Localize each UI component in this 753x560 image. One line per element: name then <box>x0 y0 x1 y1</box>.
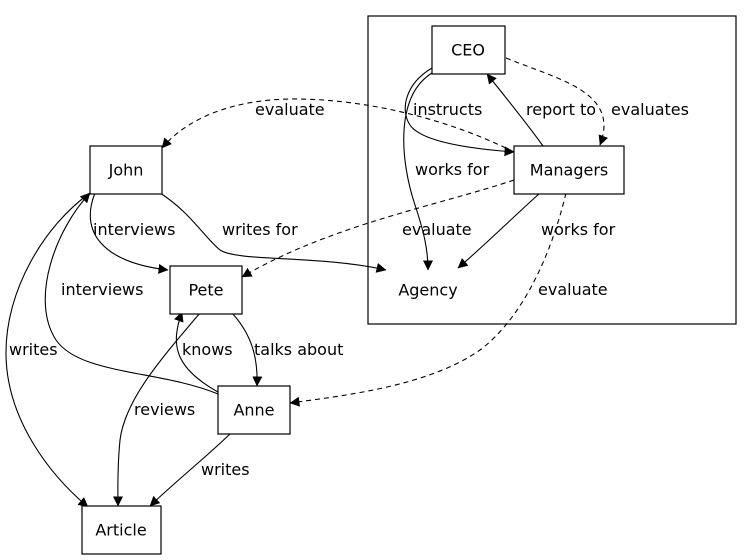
edge-managers-evaluate-pete <box>241 179 515 278</box>
edge-label-anne-interviews: interviews <box>61 280 143 299</box>
node-anne: Anne <box>217 385 291 435</box>
edge-label-anne-writes: writes <box>201 460 250 479</box>
node-label-john: John <box>108 161 144 180</box>
edge-label-knows: knows <box>182 340 233 359</box>
node-label-anne: Anne <box>233 401 274 420</box>
edge-ceo-instructs-managers <box>404 67 515 157</box>
edge-label-managers-works-for: works for <box>541 220 616 239</box>
edge-anne-knows-pete <box>174 311 219 393</box>
edge-anne-interviews-john <box>44 192 219 395</box>
edge-john-writes-for-agency <box>159 192 387 273</box>
edge-managers-evaluate-john <box>161 98 515 153</box>
node-john: John <box>89 145 163 195</box>
edge-label-reviews: reviews <box>134 400 195 419</box>
agency-cluster <box>367 15 737 325</box>
node-managers: Managers <box>513 145 625 195</box>
edge-label-evaluate-john: evaluate <box>255 100 325 119</box>
edge-pete-talks-about-anne <box>231 312 263 387</box>
edge-label-john-writes: writes <box>9 340 58 359</box>
edge-label-john-interviews: interviews <box>93 220 175 239</box>
edge-labels: instructs works for report to evaluates … <box>9 100 689 479</box>
node-agency: Agency <box>398 281 457 300</box>
node-label-ceo: CEO <box>451 41 485 60</box>
node-article: Article <box>81 505 162 555</box>
edge-label-ceo-works-for: works for <box>415 160 490 179</box>
edge-john-writes-article <box>5 192 91 508</box>
edge-john-interviews-pete <box>89 192 169 274</box>
edge-managers-evaluate-anne <box>289 192 567 407</box>
edge-managers-report-to-ceo <box>486 73 544 147</box>
edge-label-evaluate-pete: evaluate <box>402 220 472 239</box>
edge-pete-reviews-article <box>112 312 201 507</box>
edge-managers-works-for-agency <box>457 192 541 269</box>
edge-label-writes-for: writes for <box>222 220 298 239</box>
edge-label-evaluate-anne: evaluate <box>538 280 608 299</box>
node-pete: Pete <box>169 265 243 315</box>
node-ceo: CEO <box>431 25 506 75</box>
edge-label-evaluates: evaluates <box>611 100 689 119</box>
node-label-article: Article <box>95 521 146 540</box>
edge-label-instructs: instructs <box>413 100 482 119</box>
node-label-managers: Managers <box>530 161 608 180</box>
edges <box>5 57 609 508</box>
edge-ceo-works-for-agency <box>403 72 433 271</box>
node-label-agency: Agency <box>398 281 457 300</box>
edge-ceo-evaluates-managers <box>505 57 609 146</box>
node-label-pete: Pete <box>188 281 223 300</box>
edge-label-report-to: report to <box>526 100 596 119</box>
edge-label-talks-about: talks about <box>254 340 343 359</box>
edge-anne-writes-article <box>149 433 231 507</box>
